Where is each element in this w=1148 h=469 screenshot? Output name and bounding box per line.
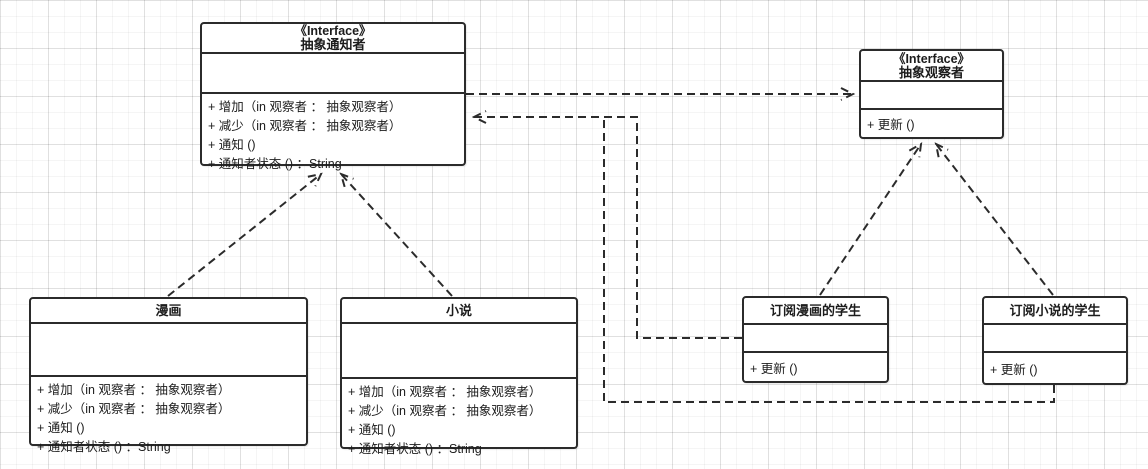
class-box-abstract-observer[interactable]: 《Interface》 抽象观察者 + 更新 () bbox=[859, 49, 1004, 139]
attributes-compartment bbox=[342, 324, 576, 379]
realization-comic-to-notifier[interactable] bbox=[167, 174, 321, 297]
method-item: + 通知者状态 () ：String bbox=[37, 440, 171, 454]
class-title: 漫画 bbox=[31, 299, 306, 324]
method-item: + 增加（in 观察者 ： 抽象观察者） bbox=[208, 100, 402, 114]
method-item: + 增加（in 观察者 ： 抽象观察者） bbox=[348, 385, 542, 399]
methods-compartment: + 更新 () bbox=[861, 110, 1002, 137]
class-name: 订阅小说的学生 bbox=[1009, 302, 1101, 318]
class-title: 《Interface》 抽象通知者 bbox=[202, 24, 464, 54]
class-box-comic-student[interactable]: 订阅漫画的学生 + 更新 () bbox=[742, 296, 889, 383]
attributes-compartment bbox=[31, 324, 306, 377]
class-name: 订阅漫画的学生 bbox=[769, 302, 861, 318]
class-title: 《Interface》 抽象观察者 bbox=[861, 51, 1002, 82]
method-item: + 通知 () bbox=[348, 423, 396, 437]
class-title: 小说 bbox=[342, 299, 576, 324]
realization-comic-student-to-observer[interactable] bbox=[819, 144, 921, 296]
methods-compartment: + 增加（in 观察者 ： 抽象观察者） + 减少（in 观察者 ： 抽象观察者… bbox=[202, 94, 464, 174]
class-name: 小说 bbox=[445, 302, 472, 318]
class-box-comic[interactable]: 漫画 + 增加（in 观察者 ： 抽象观察者） + 减少（in 观察者 ： 抽象… bbox=[29, 297, 308, 454]
dependency-novel-student-to-notifier[interactable] bbox=[603, 118, 1055, 403]
methods-compartment: + 增加（in 观察者 ： 抽象观察者） + 减少（in 观察者 ： 抽象观察者… bbox=[31, 377, 306, 457]
class-title: 订阅小说的学生 bbox=[984, 298, 1126, 325]
method-item: + 减少（in 观察者 ： 抽象观察者） bbox=[348, 404, 542, 418]
class-title: 订阅漫画的学生 bbox=[744, 298, 887, 325]
method-item: + 更新 () bbox=[990, 362, 1038, 377]
stereotype-label: 《Interface》 bbox=[892, 51, 971, 66]
attributes-compartment bbox=[744, 325, 887, 353]
dependency-comic-student-to-notifier[interactable] bbox=[474, 117, 742, 339]
class-box-abstract-notifier[interactable]: 《Interface》 抽象通知者 + 增加（in 观察者 ： 抽象观察者） +… bbox=[200, 22, 466, 171]
realization-novel-student-to-observer[interactable] bbox=[936, 144, 1054, 296]
class-box-novel-student[interactable]: 订阅小说的学生 + 更新 () bbox=[982, 296, 1128, 385]
method-item: + 通知 () bbox=[37, 421, 85, 435]
methods-compartment: + 更新 () bbox=[744, 353, 887, 381]
method-item: + 更新 () bbox=[750, 361, 798, 376]
method-item: + 通知 () bbox=[208, 138, 256, 152]
methods-compartment: + 更新 () bbox=[984, 353, 1126, 383]
stereotype-label: 《Interface》 bbox=[294, 24, 372, 38]
method-item: + 通知者状态 () ：String bbox=[348, 442, 482, 456]
method-item: + 减少（in 观察者 ： 抽象观察者） bbox=[208, 119, 402, 133]
class-name: 抽象通知者 bbox=[300, 37, 366, 52]
realization-novel-to-notifier[interactable] bbox=[341, 174, 453, 297]
method-item: + 通知者状态 () ：String bbox=[208, 157, 342, 171]
methods-compartment: + 增加（in 观察者 ： 抽象观察者） + 减少（in 观察者 ： 抽象观察者… bbox=[342, 379, 576, 459]
method-item: + 增加（in 观察者 ： 抽象观察者） bbox=[37, 383, 231, 397]
class-name: 漫画 bbox=[155, 302, 182, 318]
attributes-compartment bbox=[202, 54, 464, 94]
attributes-compartment bbox=[861, 82, 1002, 110]
attributes-compartment bbox=[984, 325, 1126, 353]
class-name: 抽象观察者 bbox=[898, 64, 964, 80]
method-item: + 减少（in 观察者 ： 抽象观察者） bbox=[37, 402, 231, 416]
class-box-novel[interactable]: 小说 + 增加（in 观察者 ： 抽象观察者） + 减少（in 观察者 ： 抽象… bbox=[340, 297, 578, 456]
method-item: + 更新 () bbox=[867, 118, 915, 132]
